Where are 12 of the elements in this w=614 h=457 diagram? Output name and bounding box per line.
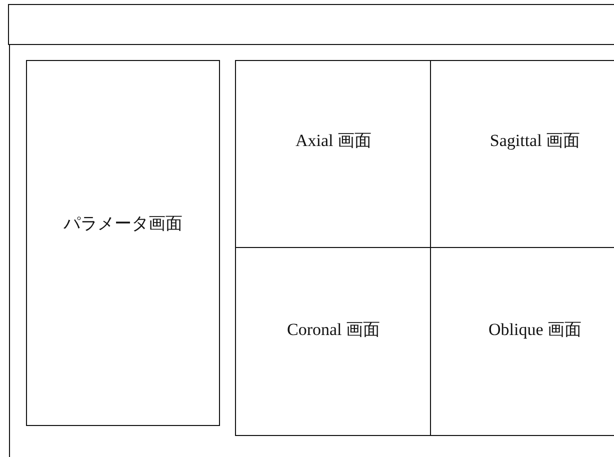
- panel-label: Sagittal 画面: [490, 130, 580, 152]
- title-bar: [8, 4, 614, 45]
- view-panel: [235, 247, 432, 436]
- window-frame: [9, 5, 614, 457]
- panel-label: パラメータ画面: [64, 212, 182, 234]
- panel-label: Oblique 画面: [488, 319, 582, 341]
- panel-label: Coronal 画面: [286, 319, 380, 341]
- view-panel: [430, 247, 614, 436]
- parameter-panel: [26, 60, 220, 426]
- view-panel: [235, 60, 432, 249]
- view-panel: [430, 60, 614, 249]
- panel-label: Axial 画面: [295, 130, 372, 152]
